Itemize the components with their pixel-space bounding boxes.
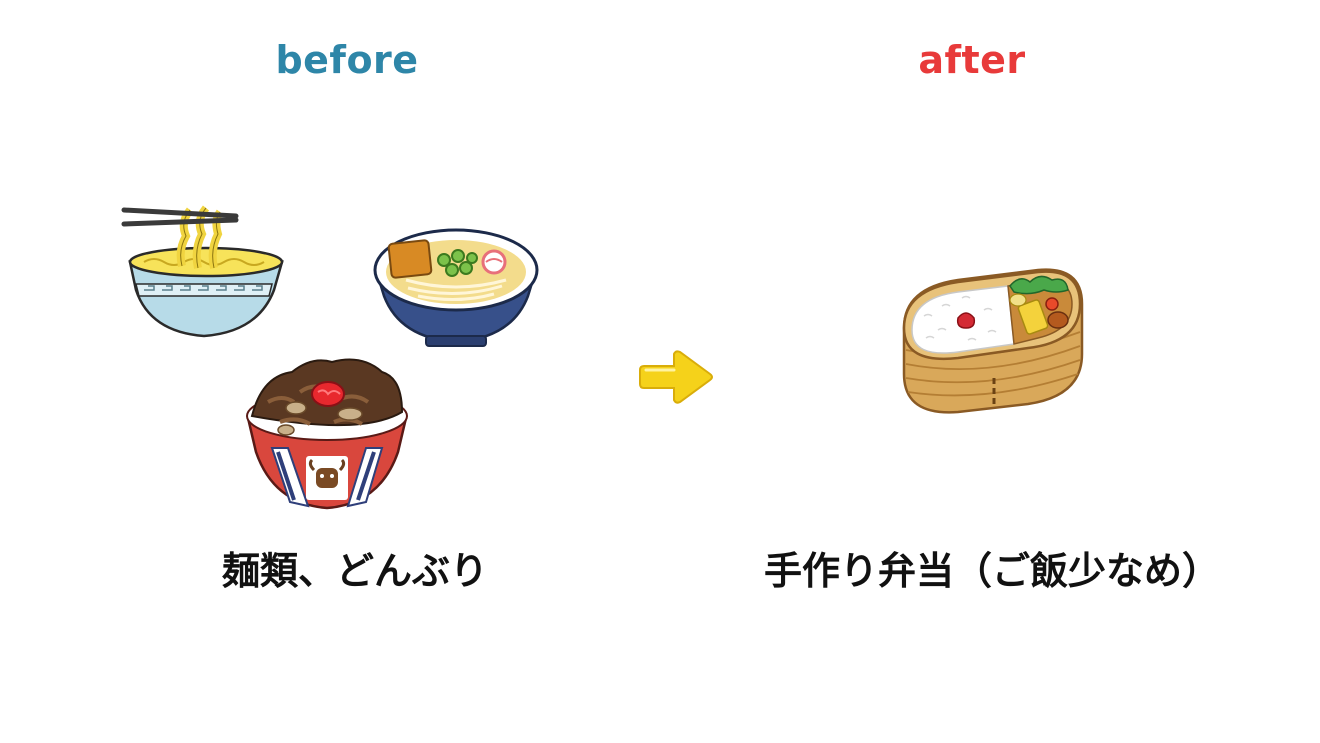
before-heading: before (275, 38, 419, 82)
after-heading: after (918, 38, 1026, 82)
ramen-bowl-icon (121, 205, 284, 338)
before-caption: 麺類、どんぶり (221, 549, 488, 593)
after-caption: 手作り弁当（ご飯少なめ） (763, 549, 1220, 593)
udon-bowl-icon (373, 228, 539, 347)
gyudon-bowl-icon (246, 358, 408, 510)
bento-box-icon (902, 268, 1084, 414)
right-arrow-icon (639, 350, 713, 404)
